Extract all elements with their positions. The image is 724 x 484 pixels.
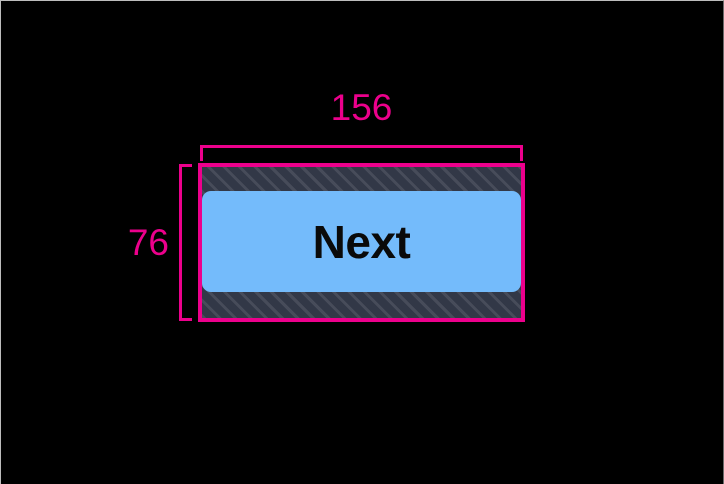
next-button-label: Next xyxy=(312,215,411,268)
next-button[interactable]: Next xyxy=(202,191,521,292)
height-measurement-bracket xyxy=(179,164,192,321)
width-measurement-label: 156 xyxy=(330,87,393,128)
width-measurement-bracket xyxy=(200,145,523,161)
height-measurement-label: 76 xyxy=(127,222,169,263)
element-selection-outline[interactable]: Next xyxy=(198,163,525,322)
